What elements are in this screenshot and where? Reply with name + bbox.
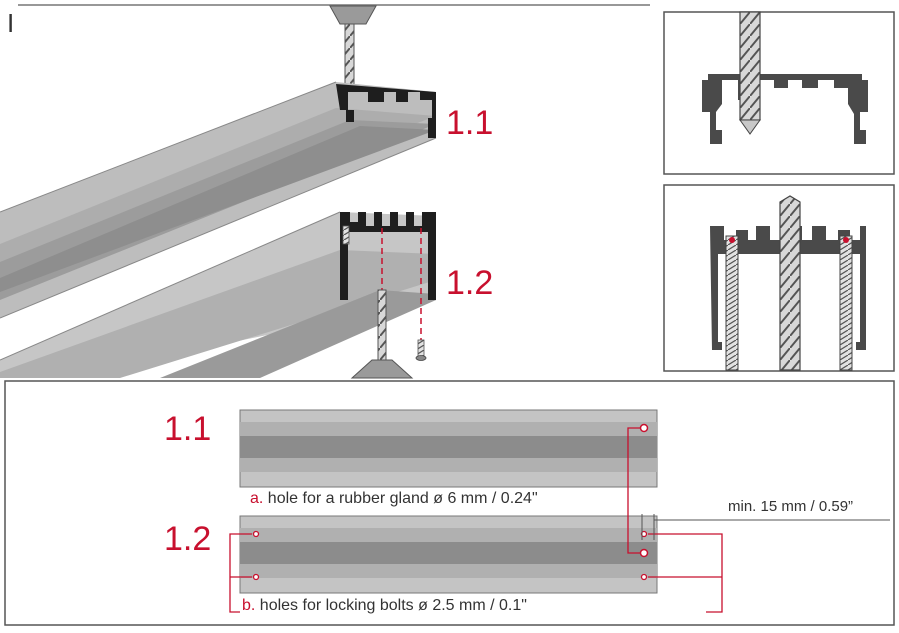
iso-label-upper: 1.1 xyxy=(446,104,494,142)
note-b-key: b. xyxy=(242,597,256,614)
note-a-text: hole for a rubber gland ø 6 mm / 0.24" xyxy=(267,490,538,507)
iso-label-lower: 1.2 xyxy=(446,264,494,302)
section-mark: I xyxy=(7,8,15,38)
drill-bit-icon xyxy=(739,11,761,135)
profile-lower xyxy=(0,211,436,378)
drill-bit-icon xyxy=(779,195,801,371)
drill-bit-icon xyxy=(329,5,377,95)
plan-panel xyxy=(4,380,895,626)
plan-label-lower: 1.2 xyxy=(164,520,212,558)
screw-icon xyxy=(415,339,427,361)
note-b-text: holes for locking bolts ø 2.5 mm / 0.1" xyxy=(259,597,527,614)
min-distance-marker xyxy=(641,514,890,540)
note-b: b. holes for locking bolts ø 2.5 mm / 0.… xyxy=(242,597,527,615)
iso-scene xyxy=(0,4,650,379)
detail-box-lower xyxy=(663,184,895,372)
drill-bit-icon xyxy=(725,235,739,371)
profile-upper xyxy=(0,81,437,319)
min-distance-label: min. 15 mm / 0.59” xyxy=(728,498,854,515)
leader-lines xyxy=(229,427,723,613)
plan-label-upper: 1.1 xyxy=(164,410,212,448)
note-a: a. hole for a rubber gland ø 6 mm / 0.24… xyxy=(250,490,538,508)
drill-bit-icon xyxy=(350,289,414,379)
drill-bit-icon xyxy=(839,235,853,371)
note-a-key: a. xyxy=(250,490,264,507)
detail-box-upper xyxy=(663,11,895,175)
plan-strip-upper xyxy=(239,409,658,488)
plan-strip-lower xyxy=(239,515,658,594)
